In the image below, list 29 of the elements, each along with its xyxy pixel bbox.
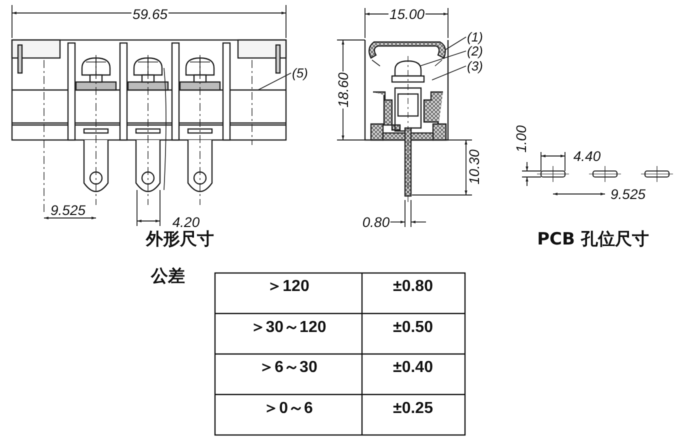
leader-line — [420, 50, 466, 66]
dimension-label: 9.525 — [609, 187, 647, 201]
view-title: PCB 孔位尺寸 — [537, 232, 649, 248]
dimension-label: 18.60 — [336, 71, 350, 109]
table-cell: ±0.25 — [393, 400, 433, 416]
table-title: 公差 — [151, 268, 185, 286]
dimension-label: 0.80 — [361, 215, 391, 229]
callout-number: (3) — [467, 60, 483, 72]
dimension-label: 4.40 — [572, 149, 602, 163]
leader-line — [444, 36, 466, 50]
table-cell: ±0.80 — [393, 279, 433, 295]
table-cell: ＞30～120 — [250, 320, 326, 336]
table-cell: ±0.50 — [393, 320, 433, 336]
dimension-label: 15.00 — [388, 7, 426, 21]
callout-number: (2) — [467, 44, 483, 58]
dimension-label: 4.20 — [171, 215, 201, 229]
dimension-label: 1.00 — [514, 124, 528, 154]
leader-line — [258, 72, 292, 90]
leader-line — [432, 66, 466, 80]
table-cell: ＞0～6 — [263, 400, 313, 416]
view-title: 外形尺寸 — [146, 232, 214, 248]
dimension-label: 10.30 — [467, 148, 481, 186]
table-cell: ＞120 — [266, 279, 310, 295]
table-cell: ＞6～30 — [258, 360, 318, 376]
dimension-label: 9.525 — [49, 203, 87, 217]
callout-number: (5) — [292, 66, 308, 80]
callout-number: (1) — [467, 30, 483, 44]
dimension-label: 59.65 — [131, 7, 169, 21]
table-cell: ±0.40 — [393, 360, 433, 376]
